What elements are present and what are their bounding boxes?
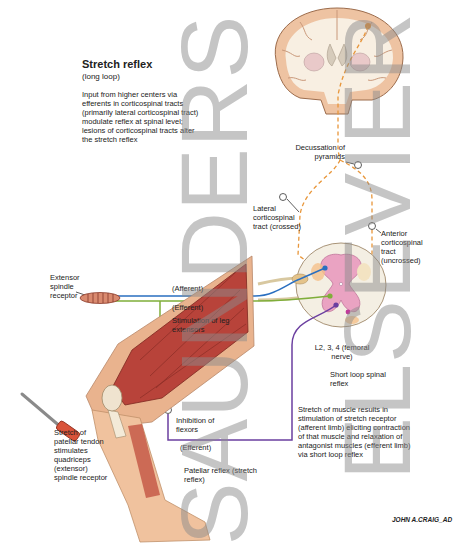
brain-section-part — [304, 53, 324, 71]
pathway-label: Short loop spinal reflex — [330, 370, 390, 388]
structure-label: Lateral corticospinal tract (crossed) — [253, 204, 308, 231]
structure-label: Anterior corticospinal tract (uncrossed) — [381, 229, 436, 265]
corticospinal-tract-part — [338, 26, 368, 160]
spinal-cord-section-part — [321, 254, 361, 311]
leader-line-part — [355, 162, 362, 169]
pathway-label: Inhibition of flexors — [176, 416, 232, 434]
pathway-label: (Efferent) — [180, 443, 230, 452]
leg-illustration-part — [86, 256, 254, 428]
brain-section-part — [327, 44, 347, 66]
leader-line-part — [287, 199, 299, 212]
spindle-receptor-part — [80, 293, 120, 304]
figure-title: Stretch reflex — [82, 58, 212, 71]
spindle-receptor-part — [88, 293, 113, 303]
spinal-cord-section-part — [296, 243, 386, 327]
leader-line-part — [346, 162, 354, 164]
note-text: Stretch of patellar tendon stimulates qu… — [54, 428, 112, 482]
spinal-cord-section-part — [345, 316, 359, 324]
spinal-cord-section-part — [346, 310, 351, 315]
note-text: Stretch of muscle results in stimulation… — [298, 405, 416, 459]
reflex-hammer-part — [22, 394, 62, 428]
spinal-cord-section-part — [339, 282, 342, 285]
pathway-label: (Efferent) — [172, 303, 222, 312]
spinal-cord-section-part — [311, 263, 325, 281]
brain-section — [275, 8, 403, 114]
leg-illustration-part — [128, 424, 160, 498]
leg-illustration-part — [140, 272, 246, 398]
brain-section-part — [350, 53, 370, 71]
brain-section-part — [282, 10, 392, 80]
leader-line-part — [280, 194, 287, 201]
structure-label: Extensor spindle receptor — [50, 273, 92, 300]
brain-section-part — [275, 8, 403, 114]
subtitle: (long loop) — [82, 72, 162, 82]
nerve-label: L2, 3, 4 (femoral nerve) — [306, 343, 378, 361]
pathway-label: Stimulation of leg extensors — [172, 316, 234, 334]
leg-illustration-part — [102, 385, 122, 411]
signature: JOHN A.CRAIG_AD — [392, 516, 470, 524]
structure-label: Decussation of pyramids — [283, 143, 345, 161]
note-text: Input from higher centers via efferents … — [82, 90, 204, 144]
reflex-label: Patellar reflex (stretch reflex) — [184, 466, 264, 484]
pathway-label: (Afferent) — [172, 284, 222, 293]
leg-illustration-part — [112, 264, 248, 405]
leader-line-part — [376, 229, 381, 233]
leg-illustration-part — [108, 410, 126, 438]
spinal-cord-section-part — [357, 263, 371, 281]
watermark: ELSEVIER — [331, 12, 425, 480]
spinal-cord-section — [258, 243, 386, 327]
spindle-receptor — [80, 293, 120, 304]
watermark: SAUNDERS — [168, 15, 262, 545]
leader-line-part — [369, 223, 376, 230]
